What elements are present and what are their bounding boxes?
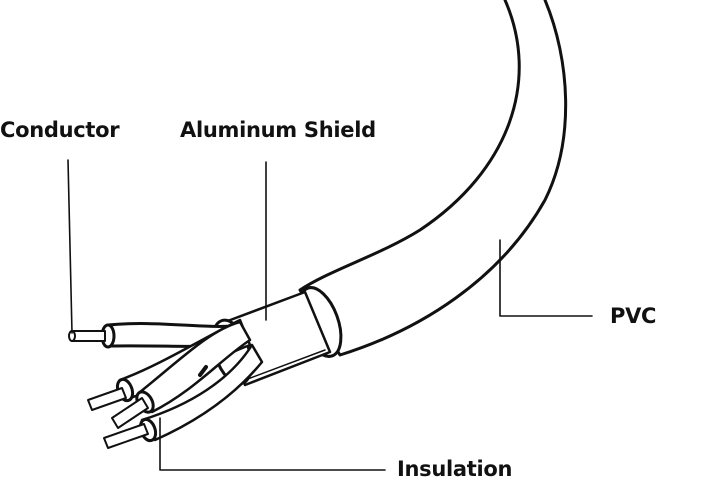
insulated-wire-3 (140, 343, 264, 442)
pvc-label: PVC (610, 304, 657, 328)
conductor-wire (71, 330, 106, 342)
insulation-leader (159, 417, 386, 471)
insulation-label: Insulation (397, 457, 513, 481)
pvc-jacket (298, 0, 568, 357)
conductor-label: Conductor (0, 118, 120, 142)
aluminum-shield-label: Aluminum Shield (180, 118, 376, 142)
pvc-leader (499, 239, 593, 317)
insulated-wire-2 (138, 320, 252, 414)
conductor-leader (67, 159, 73, 334)
